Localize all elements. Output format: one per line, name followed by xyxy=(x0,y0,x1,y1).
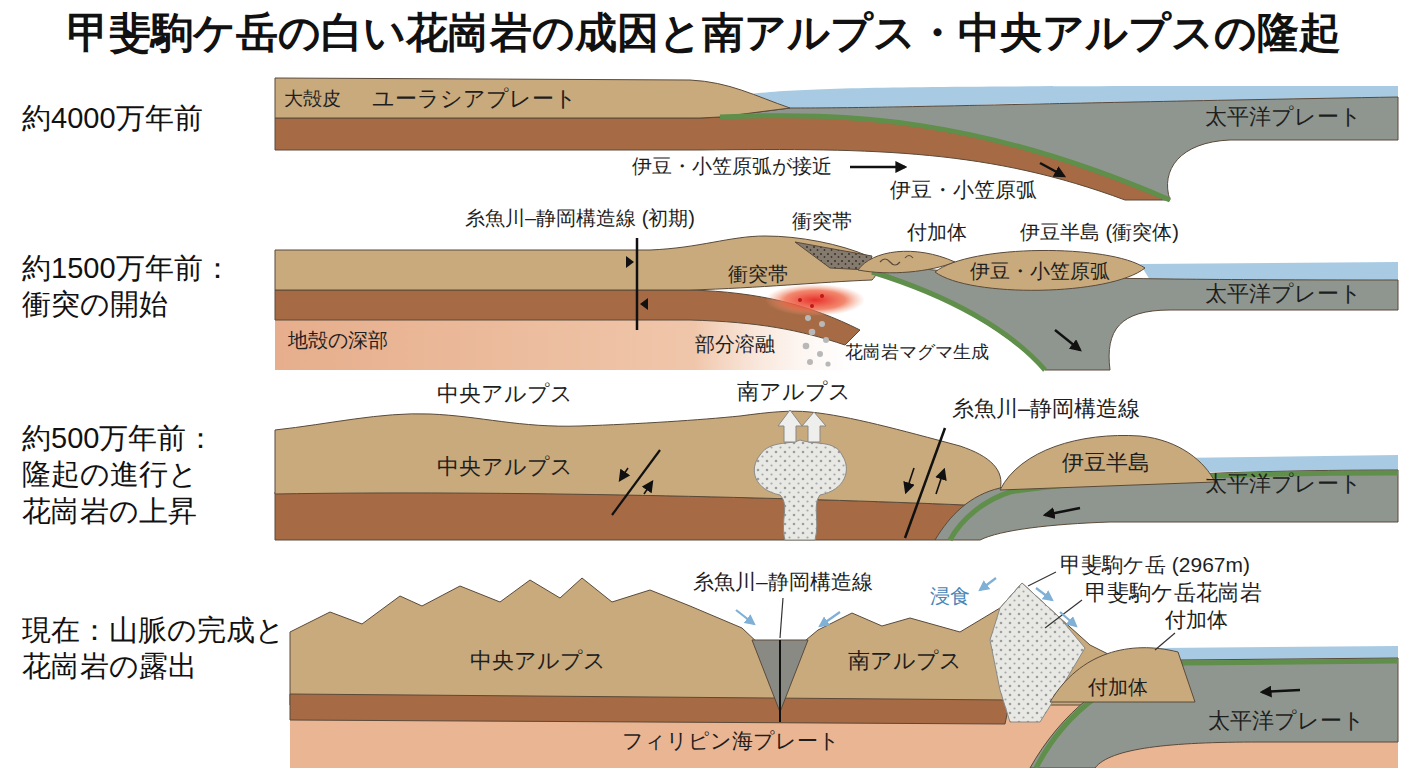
stage-2-section xyxy=(275,236,878,290)
part-label: 太平洋プレート xyxy=(1205,282,1362,306)
stage-4-section xyxy=(290,694,1010,724)
stage-4-section xyxy=(1045,600,1082,628)
part-label: 衝突帯 xyxy=(792,210,852,232)
stage-4-section xyxy=(1036,661,1398,768)
stage-2-section xyxy=(810,304,814,308)
part-label: 付加体 xyxy=(907,221,967,243)
stage-2-section xyxy=(1140,262,1398,280)
stage-4-section xyxy=(1028,572,1056,586)
part-label: 太平洋プレート xyxy=(1208,709,1365,733)
part-label: 付加体 xyxy=(1088,676,1148,698)
stage-3-section xyxy=(275,411,1001,505)
stage-4-section xyxy=(980,578,996,590)
part-label: 地殻の深部 xyxy=(288,329,388,351)
stage-2-section xyxy=(640,298,648,310)
stage-heading: 約500万年前： 隆起の進行と 花崗岩の上昇 xyxy=(22,420,322,529)
stage-3-section xyxy=(620,468,628,480)
stage-4-section xyxy=(290,572,1398,768)
stage-2-section xyxy=(825,361,830,366)
part-label: 浸食 xyxy=(930,585,970,607)
stage-4-section xyxy=(820,612,840,626)
part-label: 花崗岩マグマ生成 xyxy=(845,343,989,363)
stage-4-section xyxy=(1262,690,1300,692)
stage-4-section xyxy=(1050,648,1195,702)
stage-2-section xyxy=(880,256,913,266)
part-label: 部分溶融 xyxy=(695,333,775,355)
stage-2-section xyxy=(820,294,824,298)
part-label: 太平洋プレート xyxy=(1205,472,1362,496)
stage-3-section xyxy=(936,470,944,494)
stage-2-section xyxy=(807,359,813,365)
stage-2-section xyxy=(798,298,802,302)
part-label: 中央アルプス xyxy=(437,382,573,406)
stage-3-section xyxy=(906,468,914,492)
part-label: 伊豆・小笠原弧が接近 xyxy=(632,155,832,177)
stage-2-section xyxy=(805,315,811,321)
part-label: 太平洋プレート xyxy=(1205,105,1362,129)
stage-2-section xyxy=(803,315,831,367)
part-label: 衝突帯 xyxy=(728,263,788,285)
stage-1-section xyxy=(1040,163,1064,176)
part-label: 南アルプス xyxy=(848,649,962,673)
stage-3-section xyxy=(275,410,1398,540)
stage-2-section xyxy=(803,343,810,350)
stage-3-section xyxy=(1000,435,1215,490)
stage-3-section xyxy=(612,450,660,515)
stage-2-section xyxy=(817,351,823,357)
stage-2-section xyxy=(823,337,829,343)
stage-3-section xyxy=(1045,508,1080,515)
stage-2-section xyxy=(636,238,639,330)
part-label: 甲斐駒ケ岳 (2967m) xyxy=(1060,553,1250,576)
stage-2-section xyxy=(935,250,1145,290)
part-label: 糸魚川–静岡構造線 xyxy=(693,570,873,593)
stage-3-section xyxy=(802,412,826,442)
part-label: 大殻皮 xyxy=(284,89,341,110)
part-label: 中央アルプス xyxy=(437,455,573,479)
stage-3-section xyxy=(778,410,802,442)
stage-4-section xyxy=(1036,588,1052,600)
stage-4-section xyxy=(780,598,783,638)
stage-2-section xyxy=(275,236,1398,370)
stage-3-section xyxy=(1175,455,1398,472)
stage-4-section xyxy=(736,610,754,624)
stage-2-section xyxy=(1055,330,1080,350)
part-label: 伊豆半島 (衝突体) xyxy=(1020,221,1179,243)
stage-2-section xyxy=(765,284,865,316)
stage-heading: 現在：山脈の完成と 花崗岩の露出 xyxy=(22,612,322,685)
stage-2-section xyxy=(626,256,634,268)
stage-4-section xyxy=(1060,612,1076,626)
stage-1-section xyxy=(275,78,1398,200)
stage-2-section xyxy=(809,329,816,336)
stage-3-section xyxy=(754,440,846,540)
part-label: ユーラシアプレート xyxy=(372,87,577,111)
part-label: 伊豆・小笠原弧 xyxy=(890,178,1037,201)
part-label: 中央アルプス xyxy=(470,649,606,673)
stage-heading: 約1500万年前： 衝突の開始 xyxy=(22,250,322,323)
part-label: フィリピン海プレート xyxy=(622,729,840,752)
part-label: 伊豆・小笠原弧 xyxy=(970,260,1110,282)
stage-2-section xyxy=(819,321,825,327)
stage-3-section xyxy=(644,482,652,494)
part-label: 糸魚川–静岡構造線 (初期) xyxy=(465,207,695,229)
part-label: 甲斐駒ケ岳花崗岩 xyxy=(1085,581,1262,605)
stage-4-section xyxy=(779,640,781,722)
stage-1-section xyxy=(275,78,790,118)
part-label: 付加体 xyxy=(1165,608,1228,631)
diagram-title: 甲斐駒ケ岳の白い花崗岩の成因と南アルプス・中央アルプスの隆起 xyxy=(0,8,1408,58)
stage-3-section xyxy=(905,428,945,538)
part-label: 南アルプス xyxy=(737,380,851,404)
part-label: 伊豆半島 xyxy=(1062,451,1150,475)
stage-1-section xyxy=(850,166,905,169)
stage-heading: 約4000万年前 xyxy=(22,100,322,136)
stage-2-section xyxy=(795,242,872,270)
part-label: 糸魚川–静岡構造線 xyxy=(952,397,1140,421)
stage-4-section xyxy=(1155,633,1175,650)
